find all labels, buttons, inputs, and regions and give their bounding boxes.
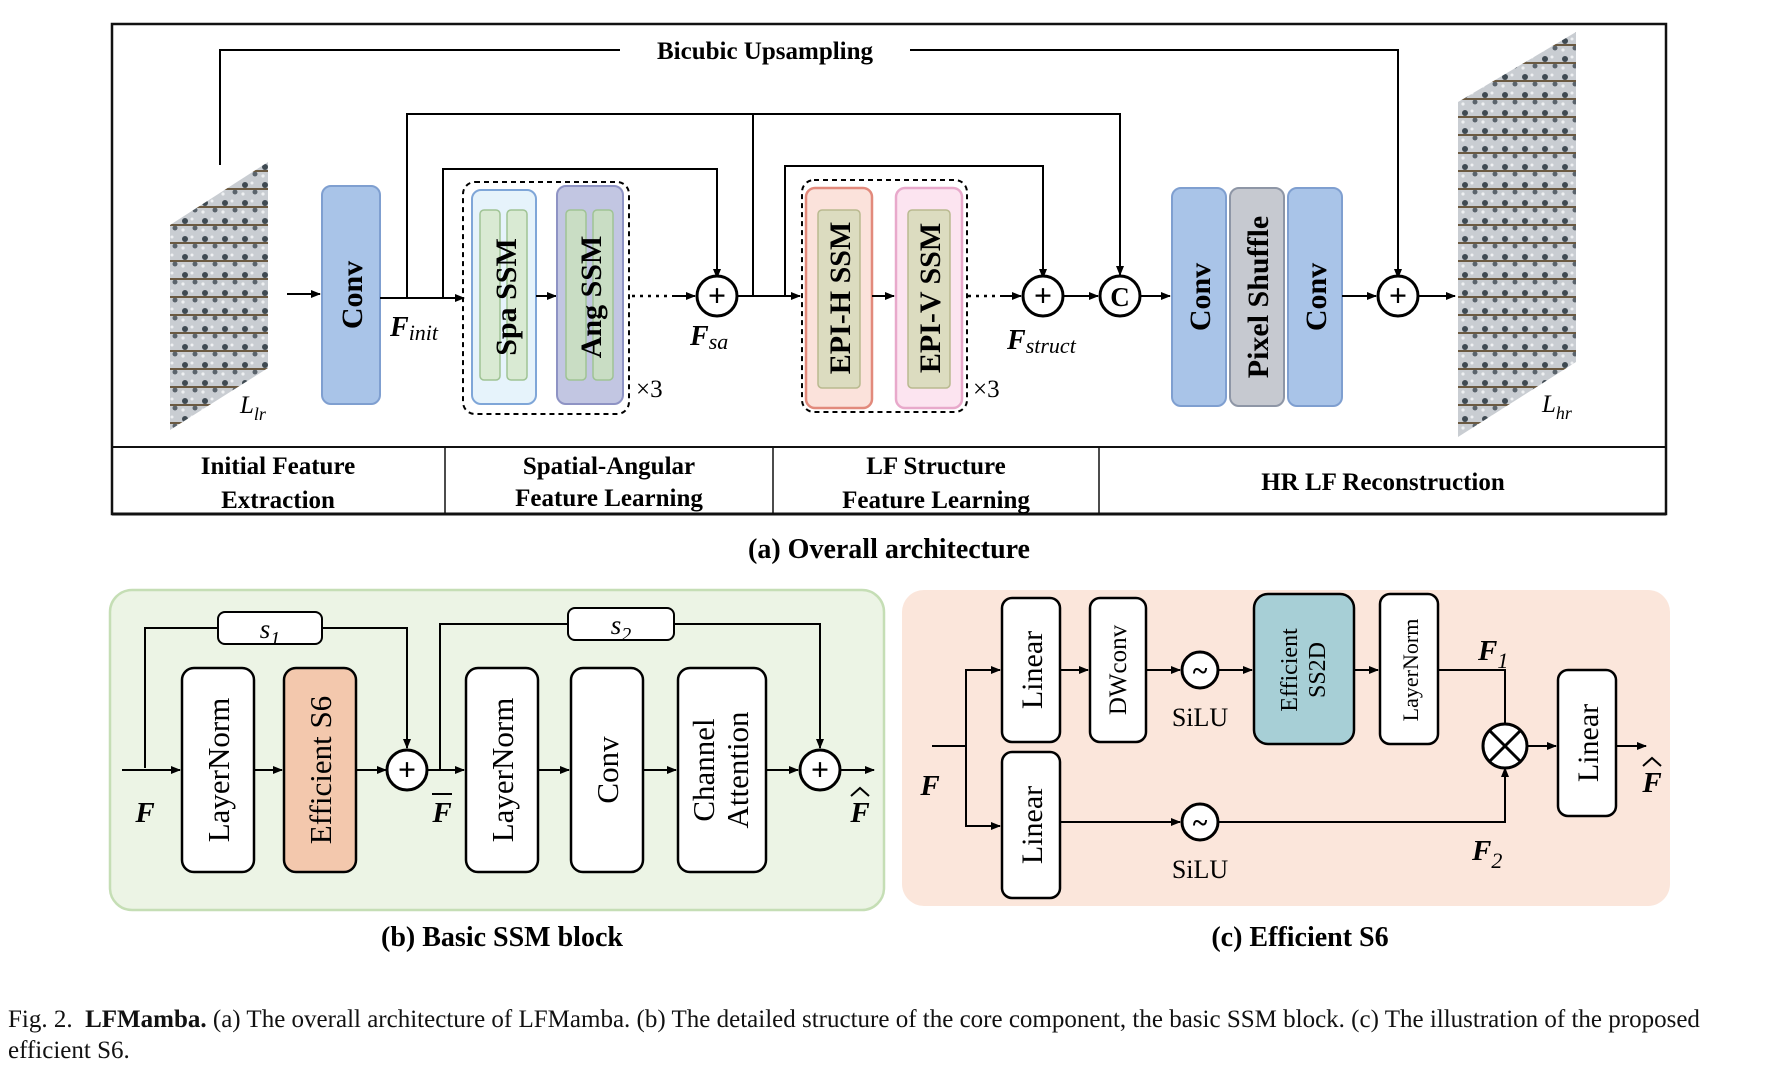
recon-conv-1-label: Conv — [1184, 263, 1217, 331]
epi-v-ssm-label: EPI-V SSM — [914, 223, 947, 373]
linear-bottom-label: Linear — [1016, 786, 1049, 864]
f-sa-label: Fsa — [689, 321, 728, 354]
recon-conv-2-label: Conv — [1300, 263, 1333, 331]
panel-c-subtitle: (c) Efficient S6 — [1211, 922, 1388, 953]
s1-label: s1 — [260, 614, 281, 650]
linear-top-label: Linear — [1016, 631, 1049, 709]
stage-3-line2: Feature Learning — [842, 487, 1030, 514]
output-symbol: Lhr — [1541, 391, 1573, 423]
conv-initial-label: Conv — [336, 261, 369, 329]
recon-conv-1 — [1171, 187, 1227, 407]
spa-ssm-label: Spa SSM — [490, 238, 523, 356]
linear-out-block — [1556, 668, 1618, 818]
stage-3-line1: LF Structure — [866, 453, 1006, 480]
silu-top-label: SiLU — [1172, 703, 1229, 732]
attention-label: Attention — [720, 711, 755, 829]
f-struct-label: Fstruct — [1006, 325, 1077, 358]
output-lf-image — [1458, 32, 1576, 437]
svg-text:~: ~ — [1193, 808, 1208, 839]
f-output-b: F — [849, 797, 869, 829]
f-output-c: F — [1641, 767, 1661, 799]
panel-a-subtitle: (a) Overall architecture — [748, 534, 1030, 565]
bicubic-upsampling-label: Bicubic Upsampling — [657, 38, 874, 65]
caption-text: (a) The overall architecture of LFMamba.… — [8, 1006, 1700, 1064]
efficient-ss2d-block — [1252, 592, 1356, 746]
linear-out-label: Linear — [1572, 704, 1605, 782]
f-input-c: F — [919, 770, 939, 802]
repeat-x3-b: ×3 — [973, 376, 1000, 403]
layernorm-1-label: LayerNorm — [201, 698, 236, 843]
caption-prefix: Fig. 2. — [8, 1006, 73, 1033]
s2-label: s2 — [611, 610, 632, 646]
panel-b-subtitle: (b) Basic SSM block — [381, 922, 623, 953]
stage-1-line1: Initial Feature — [201, 453, 355, 480]
svg-text:+: + — [1034, 277, 1052, 313]
f-input-b: F — [134, 797, 154, 829]
svg-text:~: ~ — [1193, 656, 1208, 687]
f-init-label: Finit — [389, 312, 439, 345]
f2-label: F2 — [1471, 835, 1502, 873]
svg-text:+: + — [708, 277, 726, 313]
stage-4-line1: HR LF Reconstruction — [1261, 469, 1505, 496]
conv-initial — [321, 185, 381, 405]
f1-label: F1 — [1477, 635, 1508, 673]
layernorm-2-label: LayerNorm — [485, 698, 520, 843]
layernorm-c-label: LayerNorm — [1398, 619, 1423, 722]
epi-h-ssm-label: EPI-H SSM — [824, 222, 857, 375]
lf-structure-group — [801, 179, 968, 413]
efficient-label: Efficient — [1277, 628, 1303, 712]
f-mid-b: F — [431, 797, 451, 829]
figure-caption: Fig. 2. LFMamba. (a) The overall archite… — [8, 1004, 1770, 1066]
panel-a: Initial Feature Extraction Spatial-Angul… — [110, 22, 1668, 565]
svg-text:+: + — [811, 751, 829, 787]
channel-label: Channel — [686, 718, 721, 821]
efficient-s6-label: Efficient S6 — [303, 696, 338, 844]
input-lf-image — [170, 162, 268, 430]
stage-2-line2: Feature Learning — [515, 485, 703, 512]
ss2d-label: SS2D — [1305, 642, 1331, 698]
ang-ssm-label: Ang SSM — [575, 236, 608, 359]
linear-bottom-block — [1000, 750, 1062, 900]
conv-b-label: Conv — [590, 736, 625, 804]
stage-1-line2: Extraction — [221, 487, 335, 514]
spatial-angular-group — [462, 181, 630, 415]
stage-2-line1: Spatial-Angular — [523, 453, 695, 480]
panel-c: F Linear DWconv ~ SiLU Efficient SS2D La… — [902, 590, 1670, 953]
svg-text:+: + — [398, 751, 416, 787]
panel-b: s1 F LayerNorm Efficient S6 + F s2 Layer… — [108, 588, 886, 953]
repeat-x3-a: ×3 — [636, 376, 663, 403]
pixel-shuffle-block — [1229, 187, 1285, 407]
dwconv-label: DWconv — [1105, 624, 1132, 715]
caption-bold: LFMamba. — [85, 1006, 207, 1033]
pixel-shuffle-label: Pixel Shuffle — [1242, 216, 1275, 379]
silu-bottom-label: SiLU — [1172, 855, 1229, 884]
svg-text:+: + — [1389, 277, 1407, 313]
concat-symbol: C — [1110, 282, 1130, 312]
input-symbol: Llr — [239, 392, 267, 424]
